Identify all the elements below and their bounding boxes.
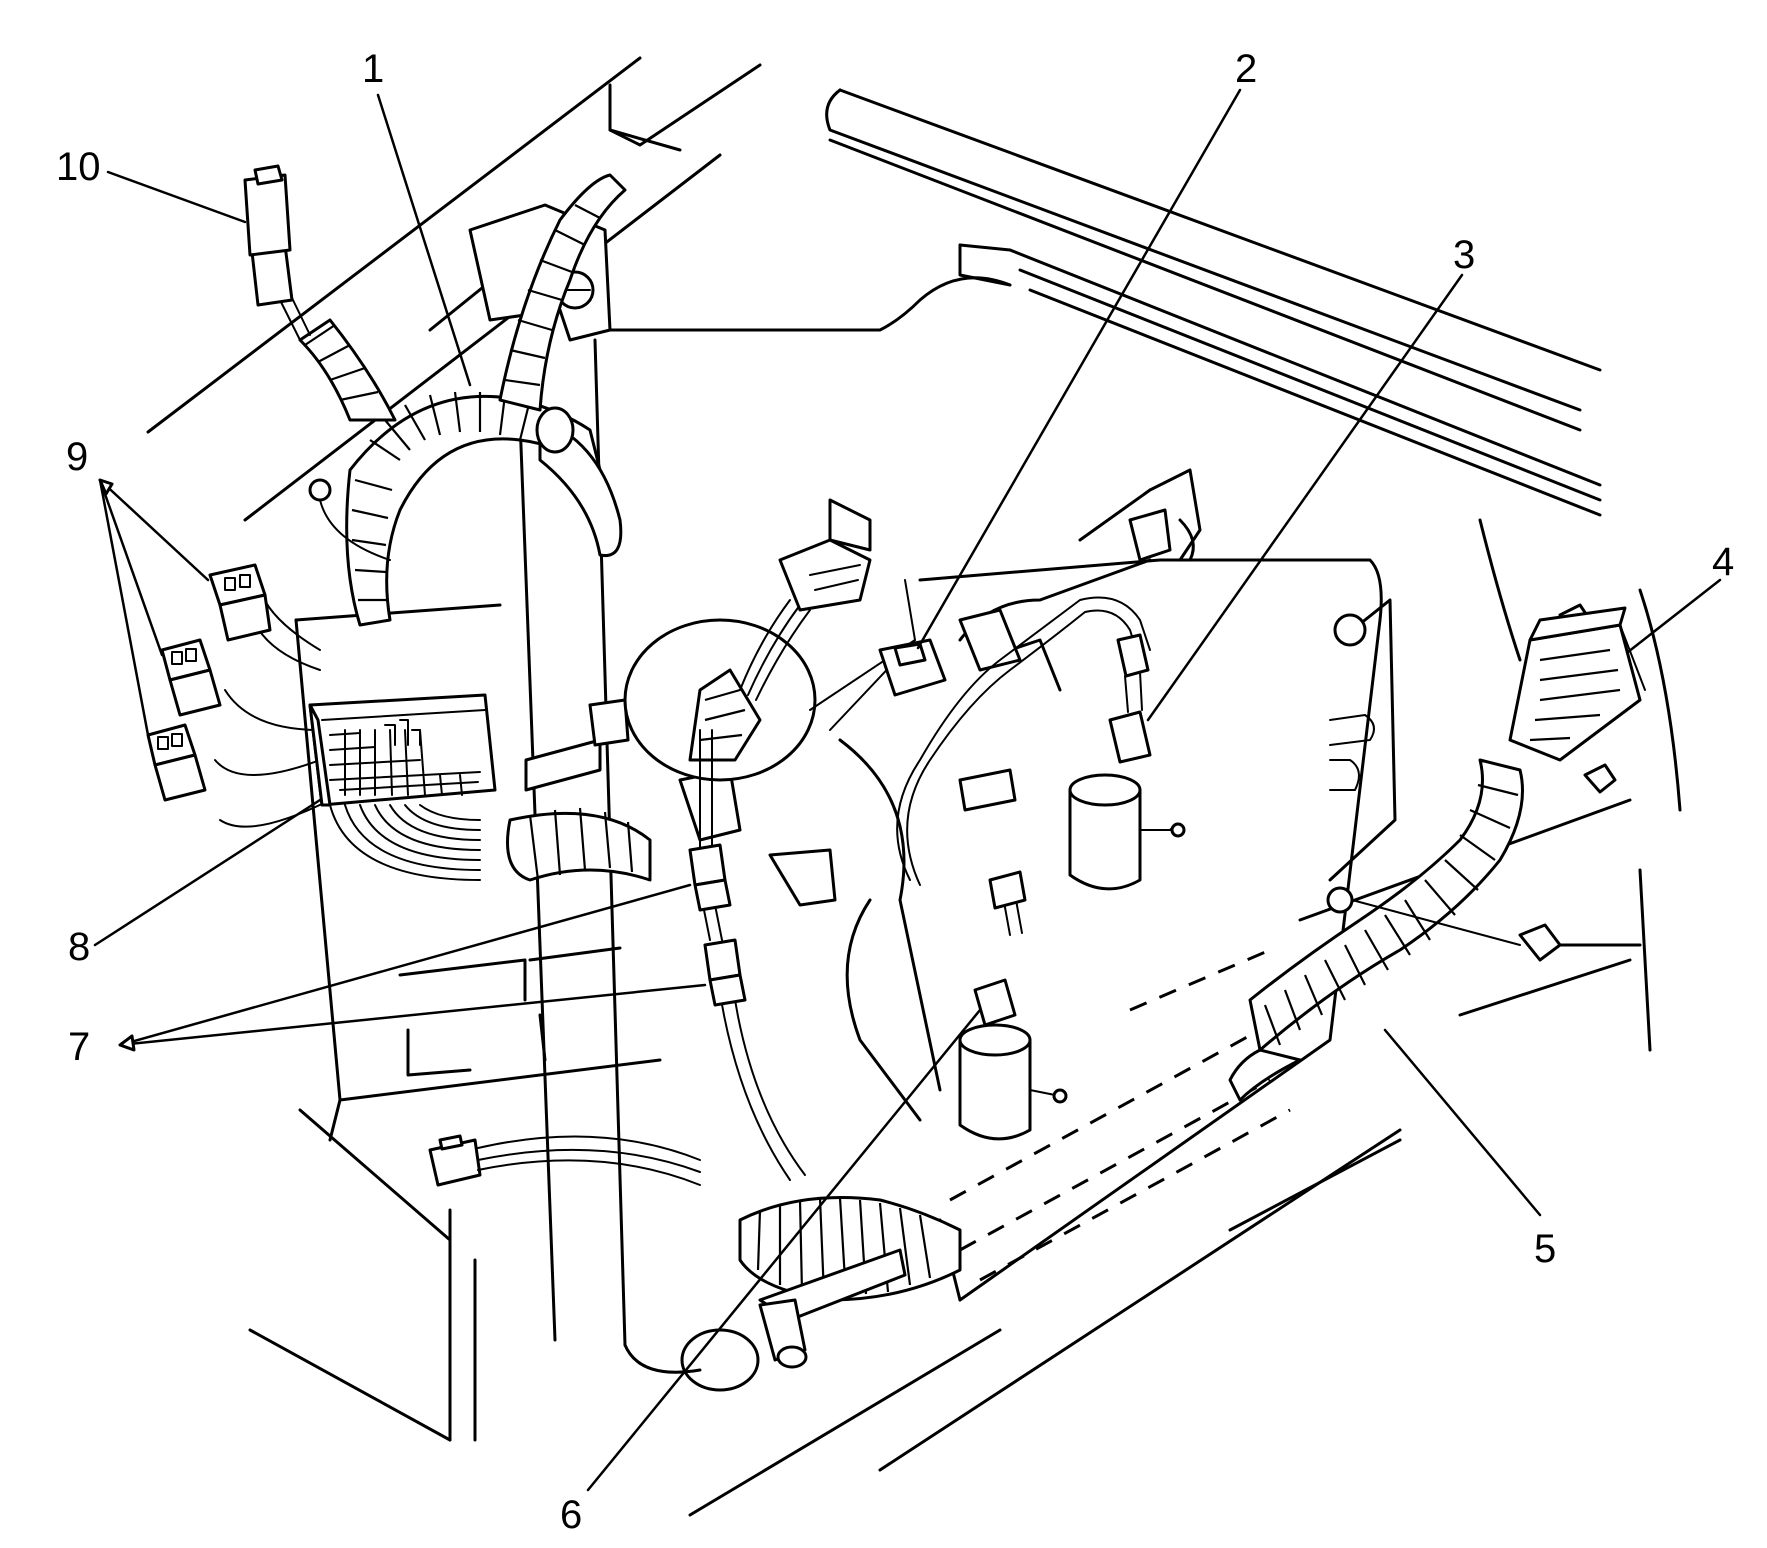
arrowhead-9 bbox=[98, 478, 114, 496]
leader-1 bbox=[376, 93, 472, 387]
leader-8 bbox=[93, 798, 322, 947]
callout-labels: 1 2 3 4 5 6 7 8 9 10 bbox=[56, 47, 1734, 1537]
callout-7: 7 bbox=[68, 1025, 90, 1069]
leader-10 bbox=[106, 170, 247, 224]
leader-2 bbox=[916, 88, 1242, 650]
callout-9: 9 bbox=[66, 435, 88, 479]
connector-9b bbox=[160, 638, 222, 717]
connector-4 bbox=[1508, 606, 1646, 762]
callout-2: 2 bbox=[1235, 47, 1257, 91]
leader-lines bbox=[93, 88, 1722, 1492]
connector-9c bbox=[146, 723, 207, 802]
callout-6: 6 bbox=[560, 1493, 582, 1537]
leader-3 bbox=[1146, 273, 1464, 722]
connector-7b bbox=[703, 938, 747, 1007]
callout-5: 5 bbox=[1534, 1227, 1556, 1271]
loom-ribs-right bbox=[1263, 783, 1519, 1046]
leader-9a bbox=[98, 478, 210, 582]
connector-7a bbox=[688, 843, 732, 912]
capacitor-6 bbox=[958, 870, 1068, 1141]
leader-6 bbox=[586, 1008, 982, 1492]
leader-7a bbox=[118, 883, 692, 1047]
callout-8: 8 bbox=[68, 925, 90, 969]
callout-1: 1 bbox=[362, 47, 384, 91]
wiring-harness bbox=[146, 164, 1646, 1369]
leader-9c bbox=[98, 478, 150, 737]
leader-9b bbox=[98, 478, 164, 657]
callout-10: 10 bbox=[56, 145, 101, 189]
arrowhead-7 bbox=[118, 1034, 136, 1052]
callout-4: 4 bbox=[1712, 540, 1734, 584]
capacitor-3 bbox=[1068, 633, 1186, 891]
leader-4 bbox=[1626, 578, 1722, 654]
leader-5 bbox=[1383, 1028, 1542, 1217]
connector-9a bbox=[208, 563, 272, 642]
callout-3: 3 bbox=[1453, 233, 1475, 277]
leader-7b bbox=[118, 983, 707, 1047]
connector-2 bbox=[878, 638, 947, 697]
junction-block bbox=[308, 693, 497, 807]
